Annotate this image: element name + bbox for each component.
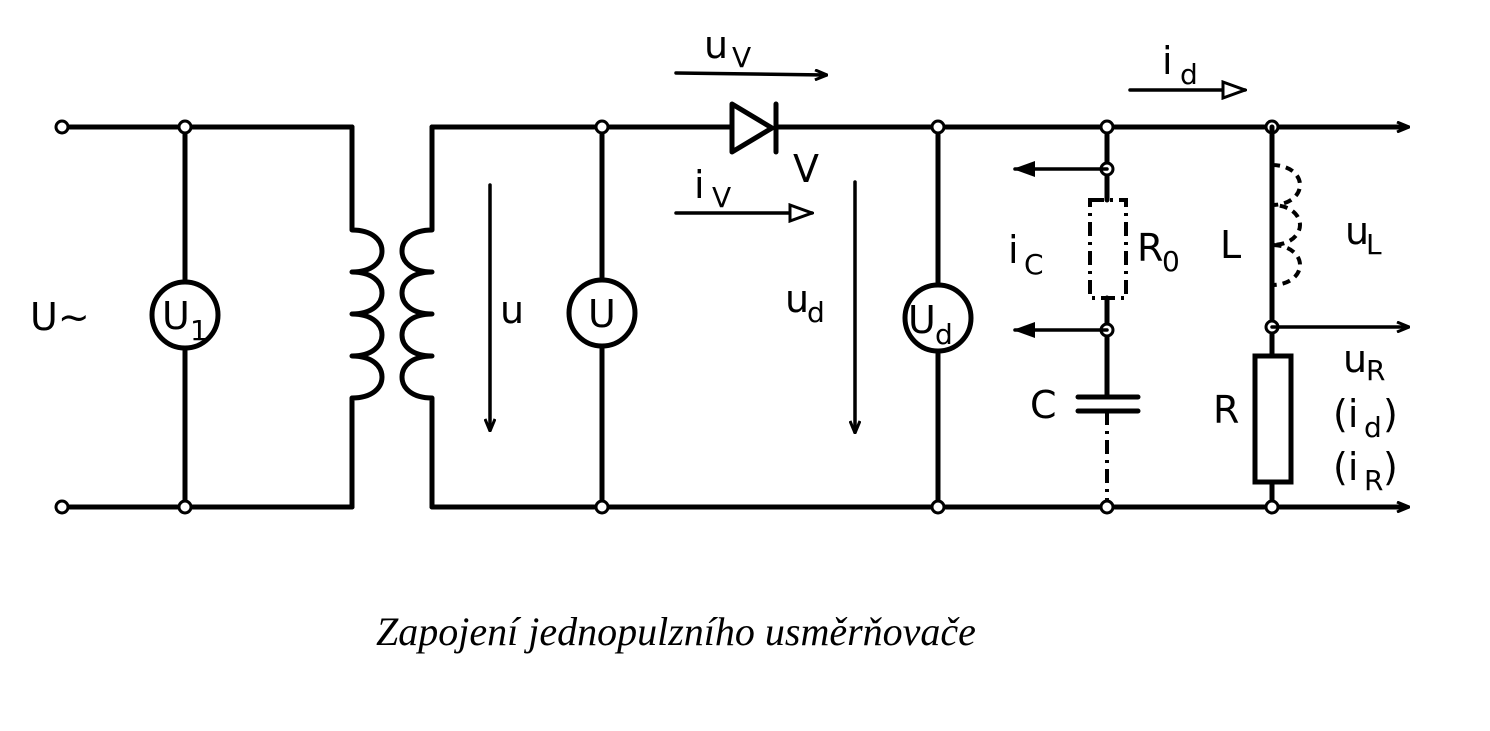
id-sub: d [1180, 58, 1198, 91]
voltmeter-u: U [566, 119, 638, 515]
transformer-primary-winding [349, 124, 385, 510]
voltmeter-ud: U d [902, 119, 974, 515]
voltmeter-ud-label: U [908, 298, 936, 342]
id-label: i [1162, 39, 1173, 83]
uv-sub: V [732, 41, 751, 74]
r0-sub: 0 [1162, 245, 1180, 278]
ur-label: u [1343, 337, 1367, 381]
inductor-l [1271, 163, 1303, 287]
iv-arrow: i V [674, 163, 812, 214]
secondary-bus [429, 124, 1408, 510]
voltage-ud-arrow: u d [785, 180, 855, 432]
voltage-ud-label: u [785, 277, 809, 321]
voltmeter-u1-sub: 1 [190, 314, 208, 347]
uv-label: u [704, 23, 728, 67]
resistor-r [1252, 353, 1294, 485]
ir-paren-close: ) [1383, 445, 1398, 489]
ic-label: i [1008, 228, 1019, 272]
diode-label: V [793, 147, 819, 191]
uv-arrow: u V [674, 23, 826, 75]
ul-label: u [1345, 209, 1369, 253]
ic-sub: C [1024, 248, 1044, 281]
capacitor-label: C [1030, 383, 1057, 427]
output-arrows [1270, 127, 1408, 507]
inductor-label: L [1220, 223, 1241, 267]
ul-sub: L [1366, 228, 1382, 261]
diode-v: V [729, 101, 1408, 191]
voltmeter-u1-label: U [162, 294, 190, 338]
resistor-r0 [1088, 198, 1128, 300]
ir-paren-sub: R [1364, 464, 1383, 497]
ur-sub: R [1366, 354, 1385, 387]
voltmeter-ud-sub: d [935, 318, 953, 351]
id-arrow: i d [1128, 39, 1245, 91]
load-branch: L R [1213, 119, 1303, 515]
id-paren-sub: d [1364, 411, 1382, 444]
r0-label: R [1137, 226, 1163, 270]
diagram-caption: Zapojení jednopulzního usměrňovače [376, 609, 976, 654]
voltage-u-arrow: u [490, 183, 524, 430]
ir-paren-open: (i [1333, 445, 1358, 489]
id-paren-close: ) [1383, 392, 1398, 436]
voltmeter-u-label: U [588, 292, 616, 336]
id-paren-open: (i [1333, 392, 1358, 436]
voltage-u-label: u [500, 288, 524, 332]
source-label: U~ [30, 295, 90, 339]
ic-arrows: i C [1008, 161, 1109, 338]
transformer-secondary-winding [399, 124, 435, 510]
iv-sub: V [712, 181, 731, 214]
voltmeter-u1: U 1 [149, 119, 221, 515]
voltage-ud-sub: d [807, 296, 825, 329]
input-terminals [54, 119, 355, 515]
resistor-label: R [1213, 388, 1239, 432]
capacitor-branch: R 0 C [1030, 119, 1180, 515]
iv-label: i [694, 163, 705, 207]
